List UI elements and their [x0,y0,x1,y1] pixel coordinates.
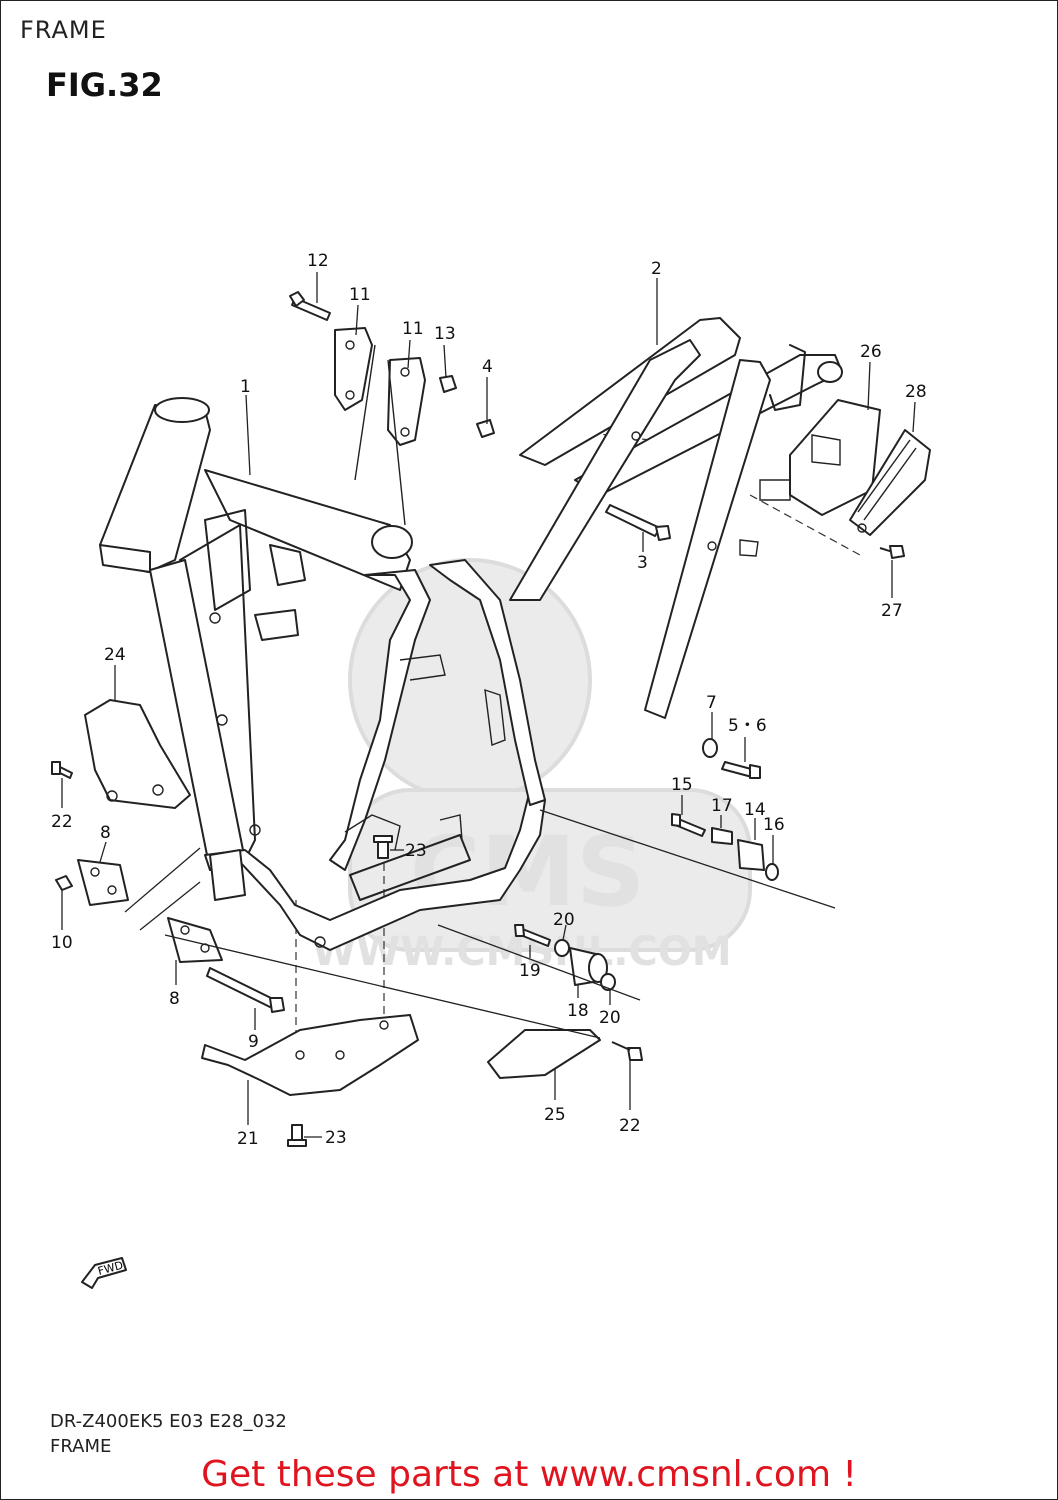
diagram-name: FRAME [50,1436,112,1457]
callout-7: 7 [706,693,717,713]
callout-11-lower: 11 [402,319,424,339]
callout-27: 27 [881,601,903,621]
figure-title: FIG.32 [46,66,163,104]
diagram-code: DR-Z400EK5 E03 E28_032 [50,1411,287,1432]
fwd-arrow: FWD [81,1257,127,1289]
callout-labels: 12 11 11 13 4 2 26 28 1 3 27 24 7 5・6 22… [51,251,927,1149]
rear-subframe [509,317,843,719]
electrical-components [789,399,931,536]
engine-mount-plates-8 [77,859,223,963]
page-header-title: FRAME [20,16,107,44]
callout-18: 18 [567,1001,589,1021]
callout-10: 10 [51,933,73,953]
callout-22-right: 22 [619,1116,641,1136]
callout-8-lower: 8 [169,989,180,1009]
callout-16: 16 [763,815,785,835]
callout-26: 26 [860,342,882,362]
callout-28: 28 [905,382,927,402]
fwd-arrow-label: FWD [96,1259,124,1278]
leader-lines [61,272,916,1138]
callout-1: 1 [240,377,251,397]
callout-13: 13 [434,324,456,344]
callout-2: 2 [651,259,662,279]
frame-guard-24 [84,699,191,809]
callout-8-upper: 8 [100,823,111,843]
callout-24: 24 [104,645,126,665]
callout-19: 19 [519,961,541,981]
brackets-11 [334,327,426,526]
callout-20-upper: 20 [553,910,575,930]
cta-link[interactable]: Get these parts at www.cmsnl.com ! [201,1454,857,1495]
callout-25: 25 [544,1105,566,1125]
skid-plate-21 [201,1014,419,1096]
callout-15: 15 [671,775,693,795]
main-frame [99,397,546,951]
callout-23-upper: 23 [405,841,427,861]
callout-21: 21 [237,1129,259,1149]
callout-11-upper: 11 [349,285,371,305]
callout-9: 9 [248,1032,259,1052]
callout-14: 14 [744,800,766,820]
callout-5-6: 5・6 [728,716,767,736]
callout-17: 17 [711,796,733,816]
callout-3: 3 [637,553,648,573]
callout-23-lower: 23 [325,1128,347,1148]
callout-12: 12 [307,251,329,271]
callout-20-lower: 20 [599,1008,621,1028]
fasteners [51,291,905,1147]
callout-4: 4 [482,357,493,377]
guard-25 [487,1029,601,1079]
callout-22-left: 22 [51,812,73,832]
